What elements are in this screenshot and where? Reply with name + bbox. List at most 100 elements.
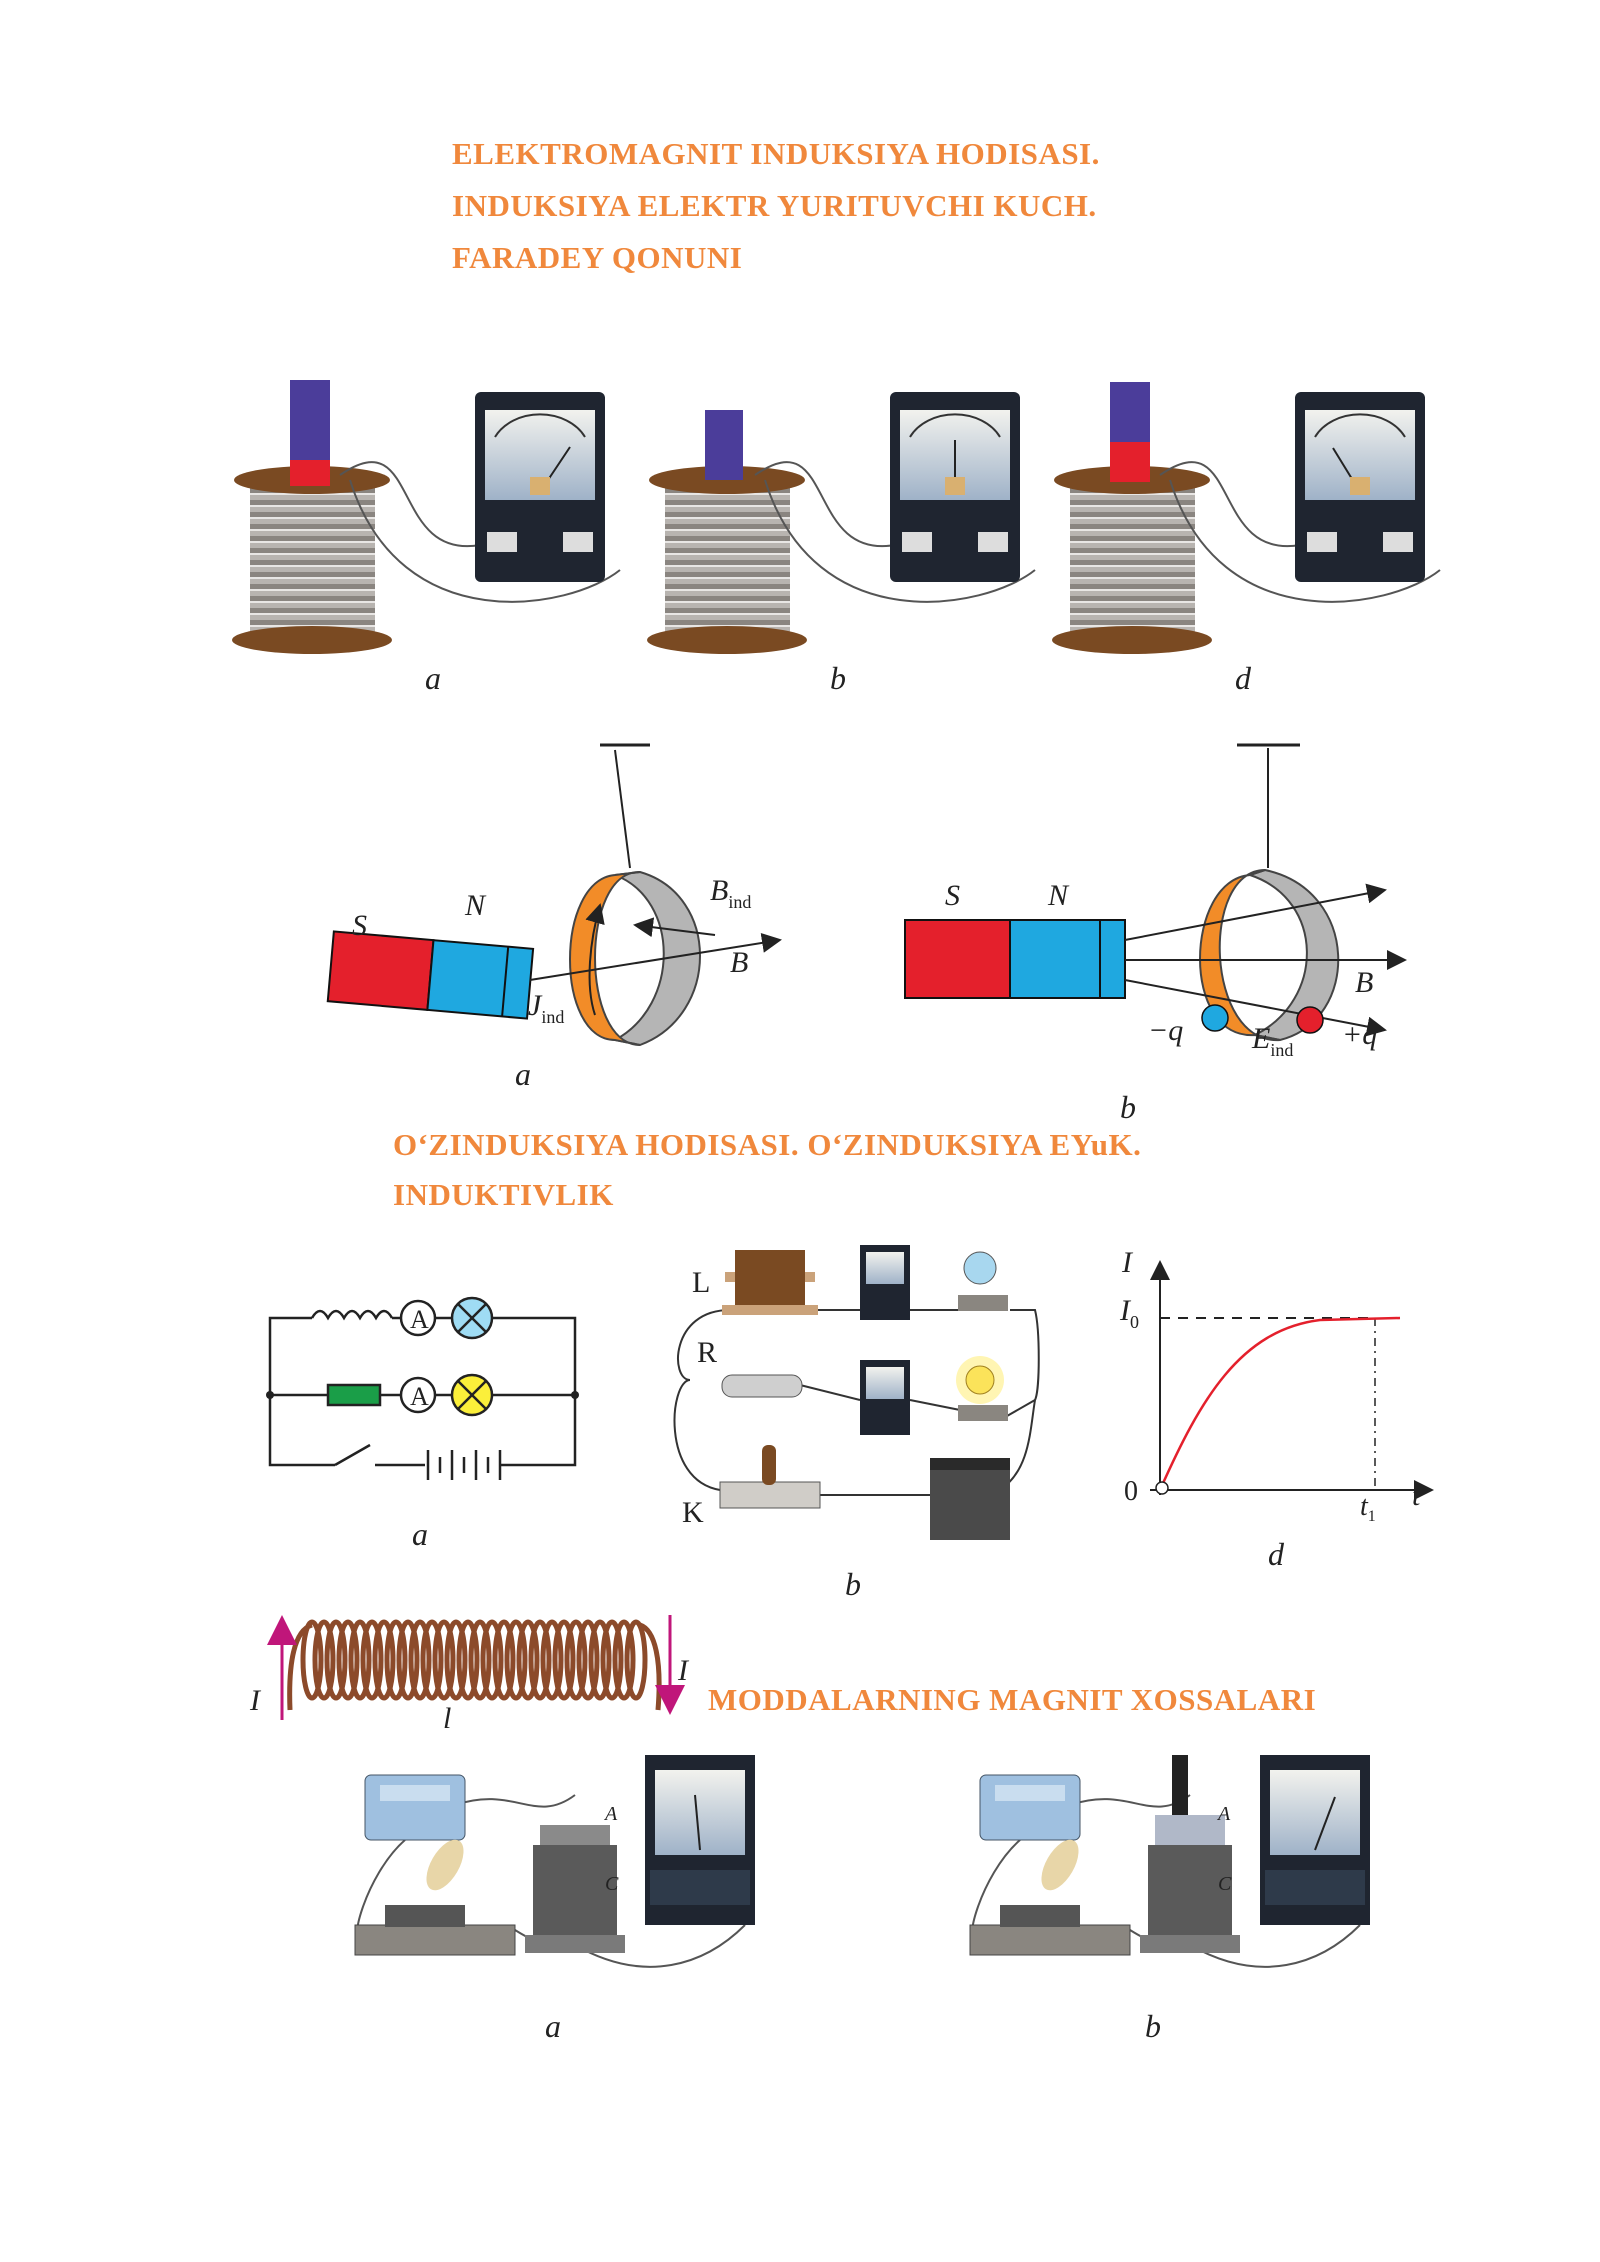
magnet-s xyxy=(326,930,435,1011)
coil-turn xyxy=(456,1619,480,1701)
label-n: N xyxy=(464,889,487,922)
label-s: S xyxy=(352,909,367,942)
resistor xyxy=(326,1383,382,1407)
coil-turn xyxy=(516,1619,540,1701)
label-origin: 0 xyxy=(1124,1476,1138,1507)
battery xyxy=(930,1458,1010,1540)
ring-figure-a: S N Bind B Jind xyxy=(326,743,782,1047)
negative-charge xyxy=(1201,1004,1229,1032)
inductor-l xyxy=(722,1250,818,1315)
coil-turn xyxy=(588,1619,612,1701)
resistor-r xyxy=(721,1374,803,1398)
label-a: A xyxy=(1216,1803,1231,1825)
current-graph-d: I I0 0 t t1 xyxy=(1119,1246,1434,1525)
caption-coil-a: a xyxy=(425,660,441,696)
label-b: B xyxy=(1355,966,1373,999)
caption-coil-d: d xyxy=(1235,660,1251,696)
coil-turn xyxy=(480,1619,504,1701)
current-curve xyxy=(1158,1316,1401,1491)
coil-galvanometer-b xyxy=(647,392,1036,654)
inductor xyxy=(310,1309,394,1321)
coil-turn xyxy=(348,1619,372,1701)
label-j-ind: Jind xyxy=(528,989,564,1027)
meter xyxy=(1260,1755,1370,1925)
label-plus-q: +q xyxy=(1342,1018,1377,1051)
key-switch xyxy=(354,1839,516,1956)
galvanometer xyxy=(475,392,605,582)
section-title-magnetic-properties: MODDALARNING MAGNIT XOSSALARI xyxy=(708,1682,1317,1717)
ammeter-top xyxy=(860,1245,910,1320)
coil-turn xyxy=(336,1619,360,1701)
coil-turn xyxy=(372,1619,396,1701)
magnet-n xyxy=(426,939,535,1020)
power-supply xyxy=(979,1774,1081,1841)
ring-back xyxy=(1246,868,1340,1042)
coil-turn xyxy=(384,1619,408,1701)
caption-circuit-b: b xyxy=(845,1566,861,1602)
coil-turn xyxy=(312,1619,336,1701)
label-i0: I0 xyxy=(1119,1294,1139,1332)
lamp-mid xyxy=(956,1356,1008,1421)
coil-turn xyxy=(576,1619,600,1701)
key-switch xyxy=(969,1839,1131,1956)
coil-turn xyxy=(432,1619,456,1701)
circuit-diagram-a xyxy=(268,1296,577,1480)
label-k: K xyxy=(682,1496,704,1529)
magnet-s xyxy=(904,919,1011,999)
lamp-top xyxy=(958,1251,1008,1311)
magnet-blue-end xyxy=(705,410,743,480)
caption-apparatus-a: a xyxy=(545,2008,561,2044)
magnet-blue-end xyxy=(1110,382,1150,442)
thread xyxy=(614,749,631,869)
coil-turn xyxy=(420,1619,444,1701)
label-t: t xyxy=(1412,1479,1421,1512)
galvanometer xyxy=(890,392,1020,582)
b-ind-arrow xyxy=(633,917,716,938)
title-line-2: INDUKSIYA ELEKTR YURITUVCHI KUCH. xyxy=(452,188,1097,223)
battery xyxy=(426,1450,502,1480)
coil-turn xyxy=(444,1619,468,1701)
coil-turn xyxy=(360,1619,384,1701)
label-b: B xyxy=(730,946,748,979)
caption-coil-b: b xyxy=(830,660,846,696)
field-line-3 xyxy=(1124,979,1387,1037)
caption-circuit-a: a xyxy=(412,1516,428,1552)
label-i-left: I xyxy=(249,1684,262,1717)
magnet-blue-end xyxy=(290,380,330,460)
magnet-n xyxy=(1009,919,1126,999)
coil xyxy=(1070,480,1195,640)
coil xyxy=(665,480,790,640)
title-line-2: INDUKTIVLIK xyxy=(393,1177,614,1212)
magnetic-apparatus-b: A C xyxy=(969,1755,1370,1968)
field-line-1 xyxy=(1124,883,1387,941)
b-field-arrow xyxy=(529,932,782,981)
solenoid-coil: I I l xyxy=(249,1615,690,1735)
magnet-red-end xyxy=(1110,442,1150,482)
coil-turn xyxy=(504,1619,528,1701)
title-line-1: O‘ZINDUKSIYA HODISASI. O‘ZINDUKSIYA EYuK… xyxy=(393,1127,1142,1162)
caption-ring-a: a xyxy=(515,1056,531,1092)
coil-turn xyxy=(564,1619,588,1701)
galvanometer xyxy=(1295,392,1425,582)
caption-graph-d: d xyxy=(1268,1536,1285,1572)
switch-k xyxy=(719,1445,821,1509)
ammeter-label-2: A xyxy=(410,1382,429,1411)
coil-turn xyxy=(468,1619,492,1701)
coil-turn xyxy=(540,1619,564,1701)
label-r: R xyxy=(697,1336,717,1369)
coil-core xyxy=(525,1825,625,1953)
label-n: N xyxy=(1047,879,1070,912)
title-line-1: ELEKTROMAGNIT INDUKSIYA HODISASI. xyxy=(452,136,1100,171)
coil-turn xyxy=(528,1619,552,1701)
coil-turn xyxy=(324,1619,348,1701)
coil-turn xyxy=(612,1619,636,1701)
label-i: I xyxy=(1121,1246,1134,1279)
coil-turn xyxy=(408,1619,432,1701)
ring-back xyxy=(612,870,701,1047)
label-a: A xyxy=(603,1803,618,1825)
ammeter-label-1: A xyxy=(410,1305,429,1334)
coil-turn xyxy=(600,1619,624,1701)
label-b-ind: Bind xyxy=(710,874,751,912)
coil xyxy=(250,480,375,640)
